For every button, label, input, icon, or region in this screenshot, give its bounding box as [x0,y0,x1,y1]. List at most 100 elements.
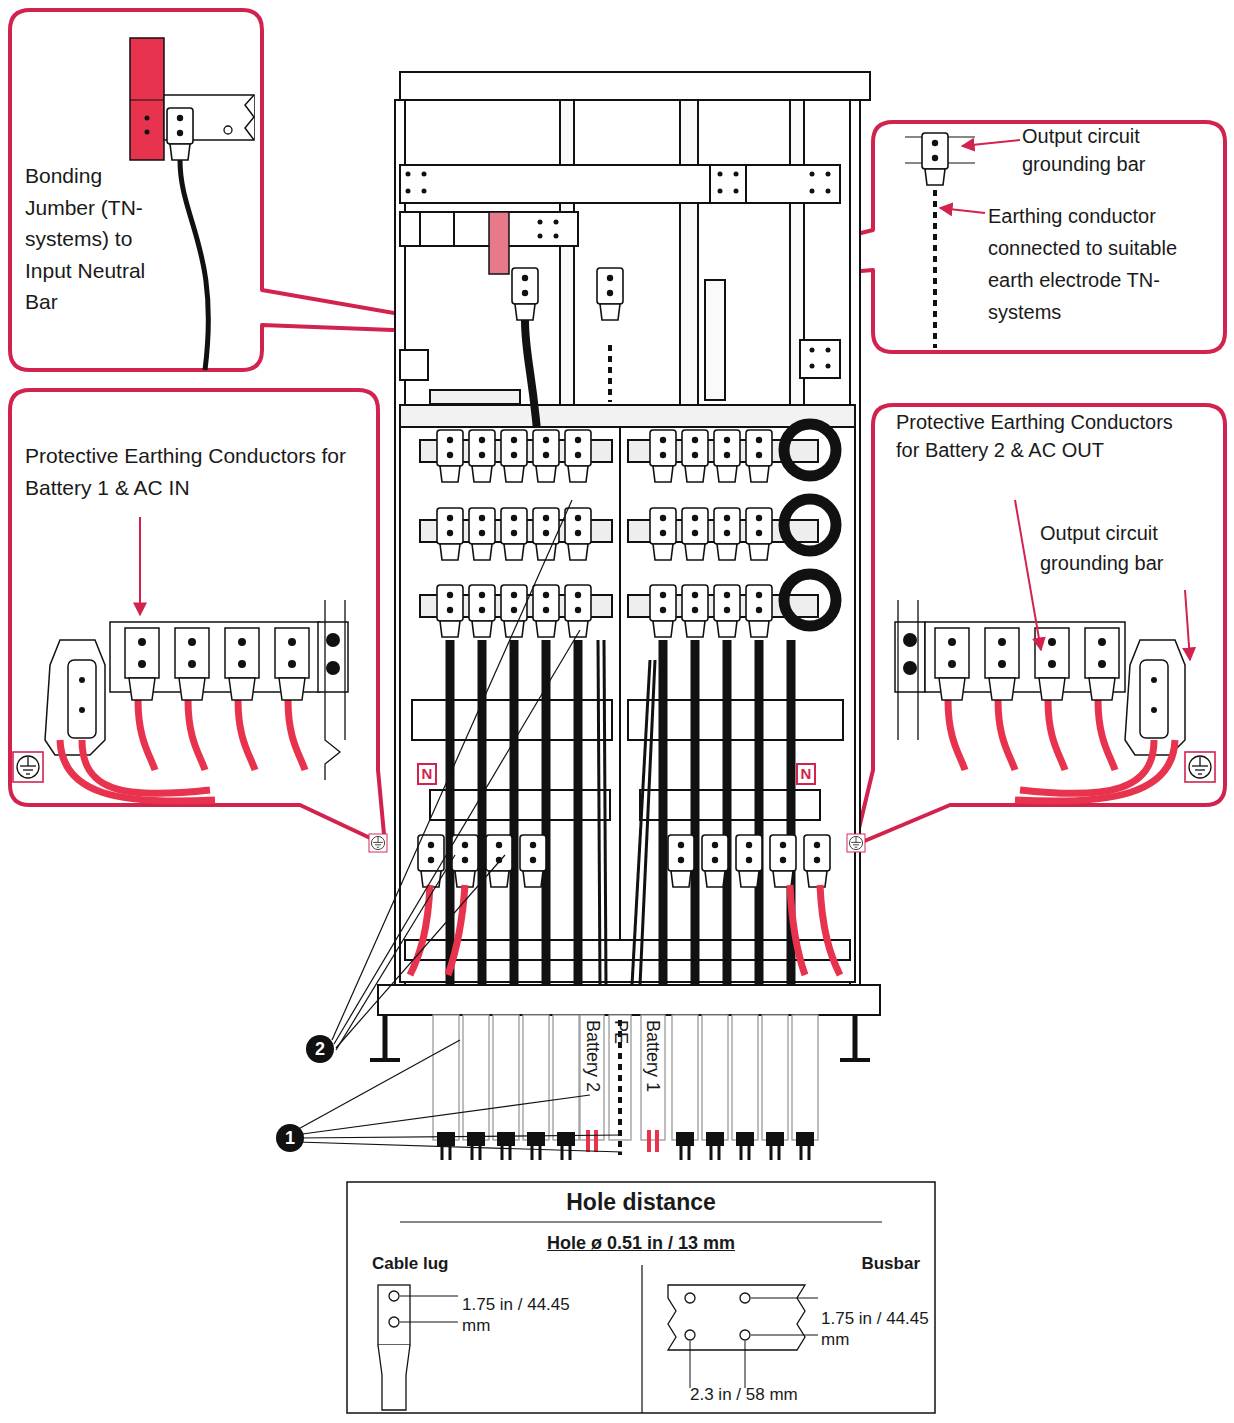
red-cable [238,700,255,770]
cable-lug [565,430,591,482]
cable-lug [437,585,463,637]
cable-lug [275,628,309,678]
cable-end [710,1146,713,1160]
bolt [138,660,146,668]
callout-text: Output circuit grounding bar [1040,518,1200,578]
bolt [948,660,956,668]
cable-lug [1039,678,1065,700]
callout-number: 1 [276,1124,304,1152]
cable-end [740,1146,743,1160]
cable-end [778,1146,781,1160]
cable-lug [279,678,305,700]
cable-entry [641,1015,665,1140]
cable-lug [565,585,591,637]
cable-entry [463,1015,489,1140]
cable-lug [682,430,708,482]
cable-label: Battery 2 [582,1020,603,1092]
cable-lug [520,835,546,887]
bolt [1048,660,1056,668]
bolt [188,660,196,668]
bolt [238,638,246,646]
bolt [238,660,246,668]
bolt [138,638,146,646]
cable-end [688,1146,691,1160]
bolt [188,638,196,646]
cable-end [796,1132,814,1146]
cable-end [497,1132,515,1146]
callout-text: Protective Earthing Conductors for Batte… [896,408,1186,464]
red-cable [1098,700,1115,770]
cable-entry [580,1015,604,1140]
callout-box: Protective Earthing Conductors for Batte… [873,405,1225,805]
bolt [1048,638,1056,646]
cable-lug [939,678,965,700]
cable-end [676,1132,694,1146]
bolt [288,638,296,646]
cable-lug [533,585,559,637]
cable-lug [437,430,463,482]
cable-lug [175,628,209,678]
cable-end [531,1146,534,1160]
cable-end [467,1132,485,1146]
cable-end [770,1146,773,1160]
cable-lug [469,430,495,482]
table-cell: 2.3 in / 58 mm [690,1385,850,1405]
cable-lug [989,678,1015,700]
callout-text: Earthing conductor connected to suitable… [988,200,1216,328]
cable-lug [533,508,559,560]
cable-entry [523,1015,549,1140]
cable-lug [736,835,762,887]
red-cable [586,1130,590,1152]
cable-end [748,1146,751,1160]
cable-lug [452,835,478,887]
cable-lug [501,508,527,560]
cable-entry [792,1015,818,1140]
cable-lug [533,430,559,482]
cable-end [471,1146,474,1160]
cable-entry [553,1015,579,1140]
cable-end [569,1146,572,1160]
cable-end [441,1146,444,1160]
cable-lug [668,835,694,887]
cable-lug [437,508,463,560]
bolt [288,660,296,668]
cable-lug [469,585,495,637]
callout-text: Output circuit grounding bar [1022,122,1187,178]
cable-entry [762,1015,788,1140]
table-cell: Hole distance [400,1189,882,1217]
cable-lug [746,585,772,637]
cable-lug [501,430,527,482]
table-cell: 1.75 in / 44.45 mm [821,1308,931,1351]
cable-lug [714,585,740,637]
red-cable [998,700,1015,770]
red-cable [948,700,965,770]
cable-lug [125,628,159,678]
table-cell: Hole ø 0.51 in / 13 mm [500,1233,782,1255]
cable-end [527,1132,545,1146]
cable-lug [650,508,676,560]
red-cable [1048,700,1065,770]
cable-lug [770,835,796,887]
cable-lug [746,508,772,560]
red-cable [138,700,155,770]
cable-entry [433,1015,459,1140]
table-cell: Cable lug [372,1254,472,1274]
red-cable [594,1130,598,1152]
table-cell: Busbar [820,1254,920,1274]
hole-distance-table: Hole distanceHole ø 0.51 in / 13 mm Cable… [347,1182,935,1413]
cable-lug [746,430,772,482]
cable-lug [1089,678,1115,700]
cable-end [766,1132,784,1146]
callout-text: Protective Earthing Conductors for Batte… [25,440,365,503]
cable-entry [702,1015,728,1140]
cable-entry [732,1015,758,1140]
cable-lug [714,508,740,560]
cable-lug [225,628,259,678]
cable-lug [985,628,1019,678]
cable-end [706,1132,724,1146]
bolt [998,660,1006,668]
cable-end [437,1132,455,1146]
cable-end [736,1132,754,1146]
callout-box: Output circuit grounding barEarthing con… [873,122,1225,352]
cable-lug [469,508,495,560]
